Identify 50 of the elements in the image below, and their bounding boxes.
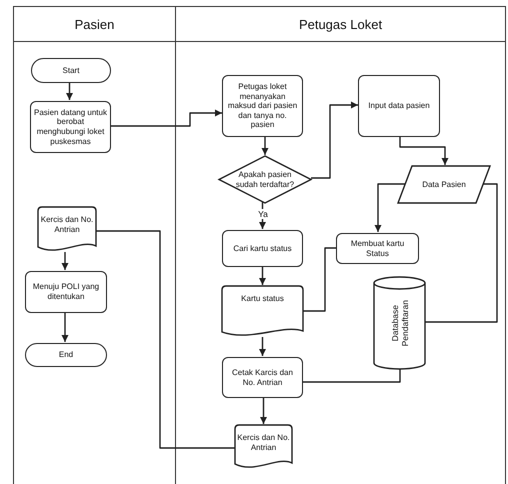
node-text: Cari kartu status: [233, 244, 292, 254]
arrow: [259, 266, 266, 285]
swimlane: [176, 6, 506, 484]
node-text: Input data pasien: [368, 101, 430, 111]
node-text: Petugas loket menanyakan maksud dari pasien dan tanya no. pasien: [226, 82, 298, 130]
lane-title: Petugas Loket: [298, 16, 382, 32]
node-text: Membuat kartu Status: [350, 238, 406, 258]
connector-line: [303, 368, 401, 383]
node-text: Kercis dan No. Antrian: [237, 433, 290, 452]
arrow: [374, 183, 405, 232]
arrow: [311, 102, 358, 179]
connector-line: [303, 247, 336, 312]
arrow: [66, 82, 73, 100]
arrow: [62, 252, 68, 270]
process-box: [358, 75, 440, 137]
arrow: [262, 136, 268, 155]
arrow: [62, 312, 68, 342]
node-text: Database Pendaftaran: [389, 298, 410, 348]
node-text: Pasien datang untuk berobat menghubungi loket puskesmas: [34, 108, 107, 146]
process-box: [30, 101, 111, 153]
node-text: Cetak Karcis dan No. Antrian: [231, 368, 294, 388]
edge-label: Ya: [256, 209, 270, 219]
process-box: [222, 75, 303, 137]
node-text: Menuju POLI yang ditentukan: [32, 282, 100, 302]
arrow: [259, 337, 266, 356]
node-text: Apakah pasien sudah terdaftar?: [235, 170, 295, 190]
node-text: Start: [62, 66, 80, 76]
connector-line: [95, 230, 235, 449]
process-box: [25, 271, 107, 313]
document-shape: [235, 425, 292, 470]
connector-line: [425, 183, 498, 323]
decision-diamond: [219, 156, 311, 203]
process-box: [336, 233, 419, 264]
database-cylinder: [374, 277, 425, 369]
data-parallelogram: [398, 166, 490, 203]
document-shape: [222, 286, 303, 338]
arrow: [110, 110, 222, 127]
process-box: [222, 357, 303, 398]
arrow: [260, 397, 267, 424]
terminator-shape: [31, 58, 111, 83]
node-text: End: [58, 350, 74, 360]
swimlane: [13, 6, 176, 484]
process-box: [222, 230, 303, 267]
lane-title: Pasien: [74, 16, 114, 32]
node-text: Kercis dan No. Antrian: [40, 215, 94, 234]
node-text: Kartu status: [241, 294, 284, 304]
document-shape: [38, 207, 96, 253]
node-text: Data Pasien: [422, 180, 466, 190]
arrow: [399, 136, 448, 165]
terminator-shape: [25, 343, 107, 367]
